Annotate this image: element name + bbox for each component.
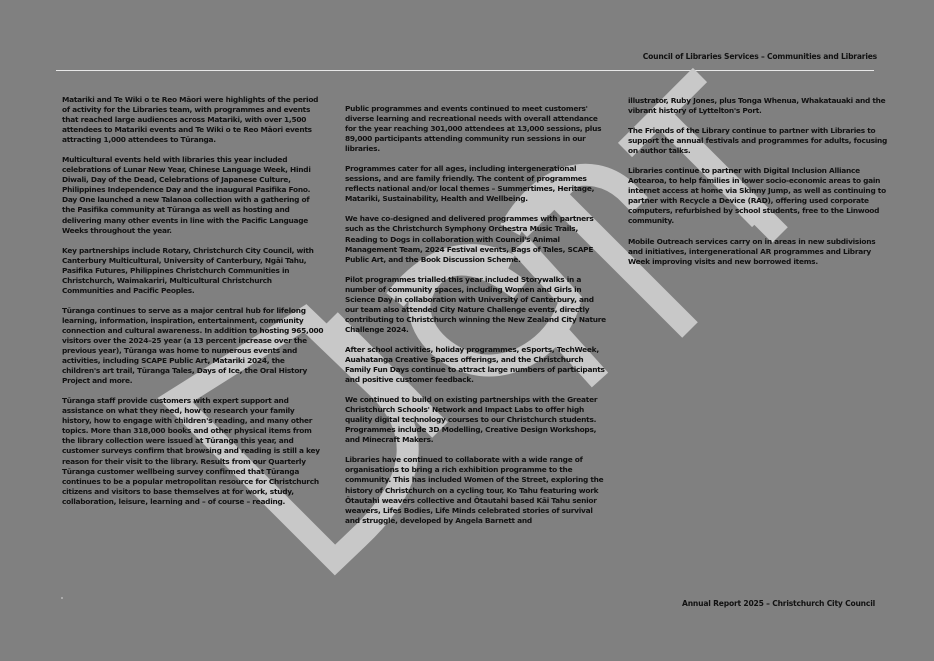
running-footer: Annual Report 2025 – Christchurch City C… [682,599,875,608]
paragraph: Libraries have continued to collaborate … [345,455,604,525]
paragraph: Tūranga continues to serve as a major ce… [62,305,324,386]
paragraph: The Friends of the Library continue to p… [628,126,888,156]
paragraph: We have co-designed and delivered progra… [345,214,594,264]
paragraph: Mobile Outreach services carry on in are… [628,236,876,266]
column-left: Matariki and Te Wiki o te Reo Māori were… [62,95,324,517]
paragraph: Multicultural events held with libraries… [62,155,311,235]
paragraph: Key partnerships include Rotary, Christc… [62,245,314,295]
column-middle: Public programmes and events continued t… [345,104,607,536]
paragraph: Matariki and Te Wiki o te Reo Māori were… [62,95,319,145]
paragraph: Programmes cater for all ages, including… [345,164,595,204]
column-right: illustrator, Ruby Jones, plus Tonga When… [628,96,890,277]
paragraph: Tūranga staff provide customers with exp… [62,396,320,506]
running-header: Council of Libraries Services – Communit… [642,52,877,61]
header-divider [56,70,874,71]
paragraph: Pilot programmes trialled this year incl… [345,274,606,334]
paragraph: After school activities, holiday program… [345,344,605,385]
footer-mark [61,597,63,599]
paragraph: Libraries continue to partner with Digit… [628,166,886,226]
paragraph: We continued to build on existing partne… [345,395,598,445]
paragraph: Public programmes and events continued t… [345,104,602,154]
paragraph: illustrator, Ruby Jones, plus Tonga When… [628,96,886,116]
